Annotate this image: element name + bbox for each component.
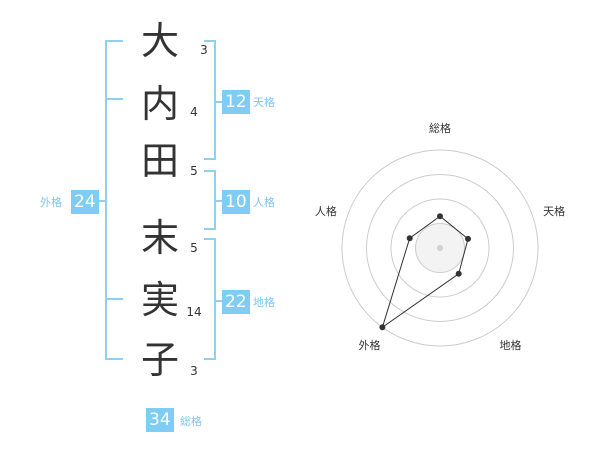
radar-center-dot bbox=[437, 245, 443, 251]
name-char-1: 大 bbox=[140, 19, 179, 63]
stroke-count-3: 5 bbox=[190, 164, 198, 178]
name-char-3: 田 bbox=[140, 139, 179, 183]
jinkaku-label: 人格 bbox=[253, 196, 275, 209]
stroke-count-5: 14 bbox=[186, 305, 202, 319]
name-char-5: 実 bbox=[140, 278, 179, 322]
radar-series-polygon bbox=[381, 215, 469, 329]
radar-point-2 bbox=[455, 270, 462, 277]
stroke-count-2: 4 bbox=[190, 105, 198, 119]
radar-axis-label-3: 外格 bbox=[359, 338, 381, 352]
name-char-2: 内 bbox=[140, 82, 179, 126]
name-char-4: 末 bbox=[140, 216, 179, 260]
soukaku-label: 総格 bbox=[180, 415, 202, 428]
gaikaku-value-badge: 24 bbox=[71, 190, 99, 214]
stroke-count-6: 3 bbox=[190, 364, 198, 378]
radar-point-0 bbox=[437, 213, 443, 220]
name-char-6: 子 bbox=[140, 338, 179, 382]
radar-point-3 bbox=[379, 324, 386, 331]
radar-ring-4 bbox=[341, 149, 539, 347]
radar-axis-label-1: 天格 bbox=[543, 204, 565, 218]
radar-axis-label-0: 総格 bbox=[429, 121, 451, 135]
radar-axis-label-2: 地格 bbox=[500, 338, 522, 352]
chikaku-label: 地格 bbox=[253, 296, 275, 309]
radar-points bbox=[379, 213, 471, 331]
soukaku-value-badge: 34 bbox=[146, 408, 174, 432]
radar-ring-2 bbox=[390, 198, 490, 298]
jinkaku-value-badge: 10 bbox=[222, 190, 250, 214]
tenkaku-value-badge: 12 bbox=[222, 90, 250, 114]
stroke-count-1: 3 bbox=[200, 43, 208, 57]
gaikaku-label: 外格 bbox=[40, 196, 62, 209]
radar-point-4 bbox=[406, 235, 413, 242]
tenkaku-label: 天格 bbox=[253, 96, 275, 109]
radar-point-1 bbox=[465, 235, 471, 242]
chikaku-value-badge: 22 bbox=[222, 290, 250, 314]
stroke-count-4: 5 bbox=[190, 241, 198, 255]
radar-axis-label-4: 人格 bbox=[315, 204, 337, 218]
radar-ring-3 bbox=[366, 174, 514, 322]
